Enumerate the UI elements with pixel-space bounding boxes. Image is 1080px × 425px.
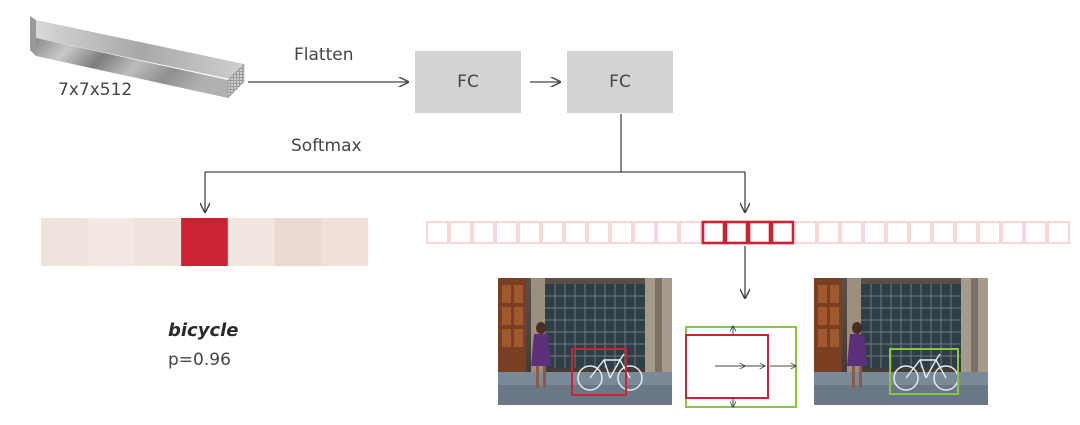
bbox-cell (610, 221, 633, 244)
bbox-cell (840, 221, 863, 244)
bbox-cell (449, 221, 472, 244)
bbox-cell (794, 221, 817, 244)
bbox-cell (633, 221, 656, 244)
input-photo-with-proposal (498, 278, 672, 405)
bbox-cell (817, 221, 840, 244)
bbox-cell (679, 221, 702, 244)
fc-layer-2: FC (567, 51, 673, 113)
split-connector (205, 114, 745, 212)
bbox-cell (886, 221, 909, 244)
bbox-regression-vector (426, 220, 1070, 245)
predicted-class-label: bicycle (168, 320, 239, 341)
class-score-cell (181, 218, 229, 266)
feature-tensor-icon (30, 16, 245, 99)
tensor-shape-label: 7x7x512 (58, 80, 133, 100)
bbox-cell (978, 221, 1001, 244)
bbox-cell (863, 221, 886, 244)
fc-layer-1: FC (415, 51, 521, 113)
softmax-label: Softmax (291, 136, 362, 156)
bbox-cell-selected (770, 220, 795, 245)
bbox-cell (656, 221, 679, 244)
bbox-cell (1047, 221, 1070, 244)
bbox-cell (495, 221, 518, 244)
bbox-cell (587, 221, 610, 244)
output-photo-with-refined-box (814, 278, 988, 405)
class-score-cell (227, 218, 275, 266)
bbox-cell (1001, 221, 1024, 244)
bbox-cell (909, 221, 932, 244)
box-regression-illustration (685, 326, 797, 408)
probability-label: p=0.96 (168, 350, 231, 370)
bbox-cell-selected (747, 220, 772, 245)
bbox-cell (472, 221, 495, 244)
bbox-cell (955, 221, 978, 244)
bbox-cell (932, 221, 955, 244)
bbox-cell (541, 221, 564, 244)
bbox-cell-selected (701, 220, 726, 245)
class-score-cell (134, 218, 182, 266)
bbox-cell (426, 221, 449, 244)
flatten-label: Flatten (294, 45, 354, 65)
bbox-cell (518, 221, 541, 244)
class-score-cell (321, 218, 369, 266)
bbox-cell-selected (724, 220, 749, 245)
class-probability-vector (41, 218, 369, 266)
class-score-cell (274, 218, 322, 266)
bbox-cell (564, 221, 587, 244)
class-score-cell (41, 218, 88, 266)
class-score-cell (87, 218, 135, 266)
bbox-cell (1024, 221, 1047, 244)
